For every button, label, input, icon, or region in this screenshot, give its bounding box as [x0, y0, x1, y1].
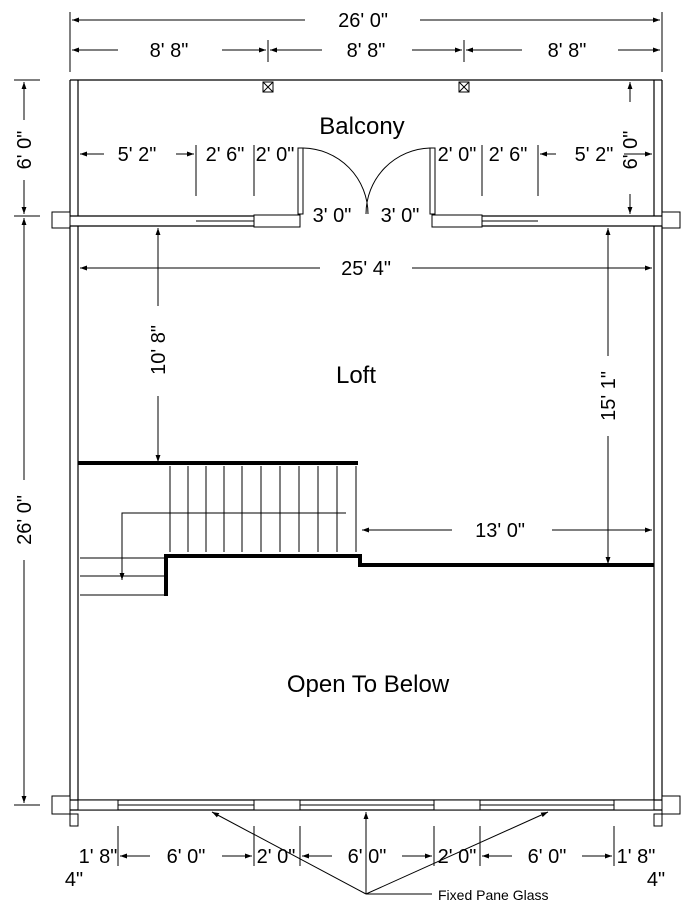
- dim-bottom-pane-3: 6' 0": [528, 846, 567, 868]
- dim-loft-depth-left: 10' 8": [148, 325, 170, 375]
- balcony-loft-wall: [51, 211, 681, 229]
- dim-loft-ledge: 13' 0": [475, 520, 525, 542]
- dim-bottom-pane-2: 6' 0": [348, 846, 387, 868]
- dim-lines-balcony: [80, 82, 652, 214]
- room-label-balcony: Balcony: [319, 113, 404, 140]
- dim-balcony-depth-left: 6' 0": [14, 131, 36, 170]
- room-label-open-to-below: Open To Below: [287, 671, 450, 698]
- dim-loft-depth-right: 15' 1": [598, 371, 620, 421]
- main-walls: [69, 226, 663, 800]
- dim-balcony-wall-left: 5' 2": [118, 144, 157, 166]
- bottom-wall: [51, 795, 681, 827]
- dim-balcony-depth-right: 6' 0": [620, 131, 642, 170]
- dim-overall-depth: 26' 0": [14, 495, 36, 545]
- staircase: [80, 466, 357, 596]
- dim-bottom-pane-1: 6' 0": [167, 846, 206, 868]
- dim-bottom-end-left: 1' 8": [79, 846, 118, 868]
- dim-bottom-end-right: 1' 8": [617, 846, 656, 868]
- dim-balcony-sidelite-left: 2' 0": [256, 144, 295, 166]
- dim-balcony-window-right: 2' 6": [489, 144, 528, 166]
- dim-third-left: 8' 8": [150, 40, 189, 62]
- dim-balcony-window-left: 2' 6": [206, 144, 245, 166]
- dim-third-right: 8' 8": [548, 40, 587, 62]
- dim-log-thickness-right: 4": [647, 869, 665, 891]
- dim-balcony-wall-right: 5' 2": [575, 144, 614, 166]
- room-label-loft: Loft: [336, 362, 376, 389]
- dim-balcony-sidelite-right: 2' 0": [438, 144, 477, 166]
- dim-loft-interior-width: 25' 4": [341, 258, 391, 280]
- balcony-outline: [69, 79, 663, 216]
- balcony-posts: [262, 81, 470, 93]
- dim-bottom-gap-2: 2' 0": [438, 846, 477, 868]
- double-door: [297, 147, 436, 215]
- dim-lines-left: [14, 79, 40, 806]
- loft-railing: [78, 461, 654, 596]
- dim-log-thickness-left: 4": [65, 869, 83, 891]
- fixed-pane-leaders: [211, 811, 549, 895]
- dim-door-left: 3' 0": [313, 205, 352, 227]
- dim-door-right: 3' 0": [381, 205, 420, 227]
- dim-bottom-gap-1: 2' 0": [257, 846, 296, 868]
- dim-overall-width: 26' 0": [338, 10, 388, 32]
- note-fixed-pane-glass: Fixed Pane Glass: [438, 887, 549, 903]
- dim-third-mid: 8' 8": [347, 40, 386, 62]
- dim-lines-top: [69, 12, 663, 72]
